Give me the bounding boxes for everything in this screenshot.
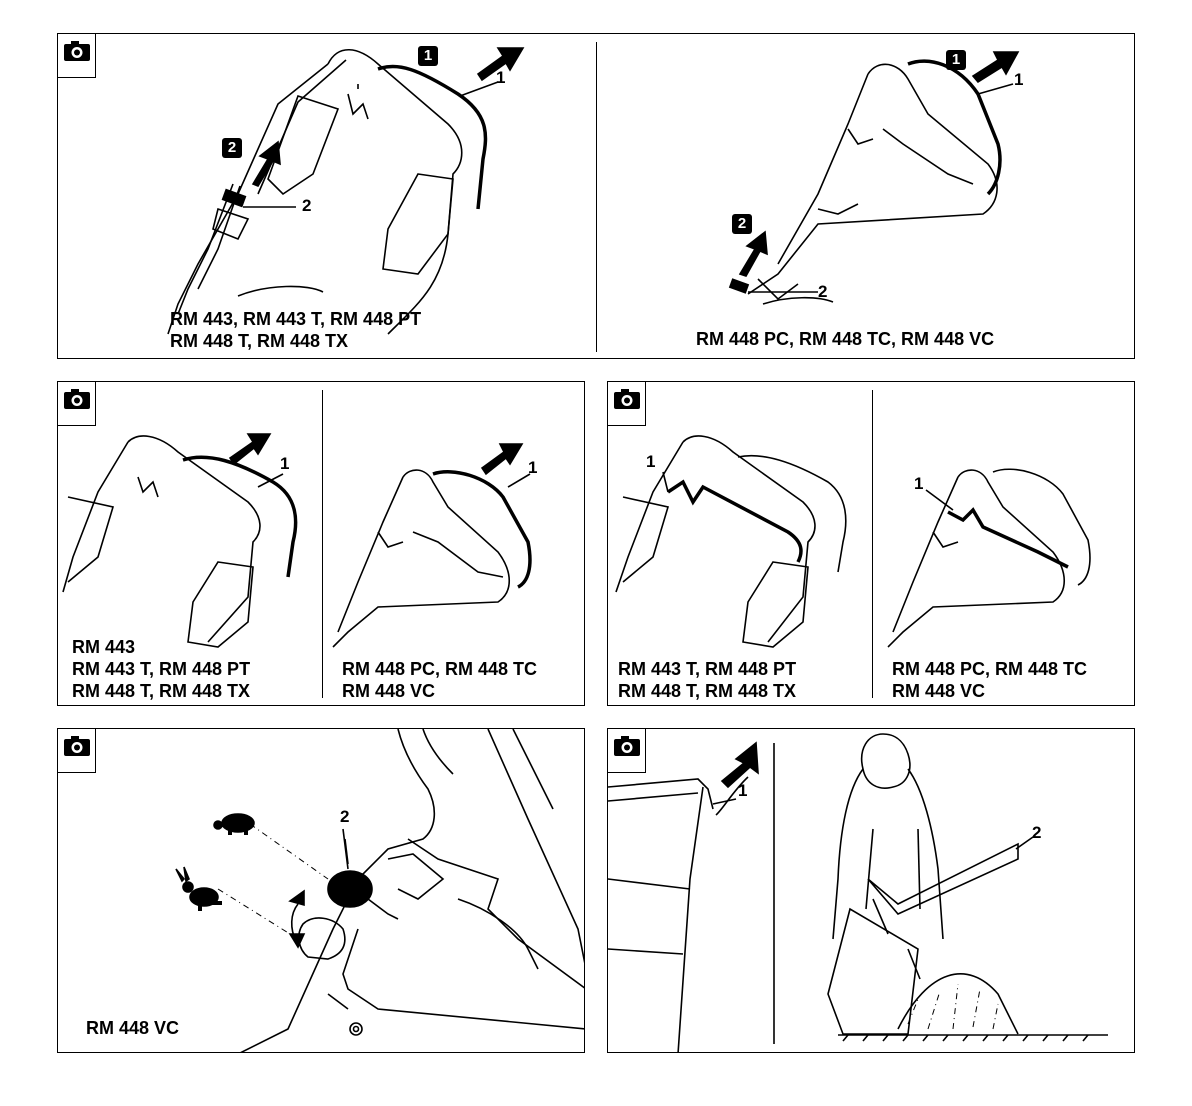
panel-grass-bag: 1 2	[607, 728, 1135, 1053]
caption-models-c-right: RM 448 PC, RM 448 TC RM 448 VC	[892, 658, 1087, 702]
turtle-icon	[214, 814, 254, 835]
callout-1-c-right: 1	[914, 474, 923, 494]
grass-bag-drawing	[608, 729, 1135, 1053]
rabbit-icon	[176, 867, 222, 911]
panel-release-lever: 1 RM 443 RM 443 T, RM 448 PT RM 448 T, R…	[57, 381, 585, 706]
caption-model-speed: RM 448 VC	[86, 1017, 179, 1039]
step-number-1-right: 1	[946, 50, 966, 70]
step-number-2-right: 2	[732, 214, 752, 234]
speed-control-drawing	[58, 729, 585, 1053]
callout-2-right: 2	[818, 282, 827, 302]
callout-2-speed: 2	[340, 807, 349, 827]
callout-1-right: 1	[1014, 70, 1023, 90]
caption-models-right: RM 448 PC, RM 448 TC, RM 448 VC	[696, 328, 994, 350]
callout-1-b-right: 1	[528, 458, 537, 478]
panel-speed-control: 2 RM 448 VC	[57, 728, 585, 1053]
callout-1-catcher: 1	[738, 781, 747, 801]
handle-drawing-right	[58, 34, 1136, 360]
callout-2-bag: 2	[1032, 823, 1041, 843]
panel-handle-lock: 1 2 1 2 RM 443, RM 443 T, RM 448 PT RM 4…	[57, 33, 1135, 359]
caption-models-b-right: RM 448 PC, RM 448 TC RM 448 VC	[342, 658, 537, 702]
panel-drive-lever: 1 RM 443 T, RM 448 PT RM 448 T, RM 448 T…	[607, 381, 1135, 706]
